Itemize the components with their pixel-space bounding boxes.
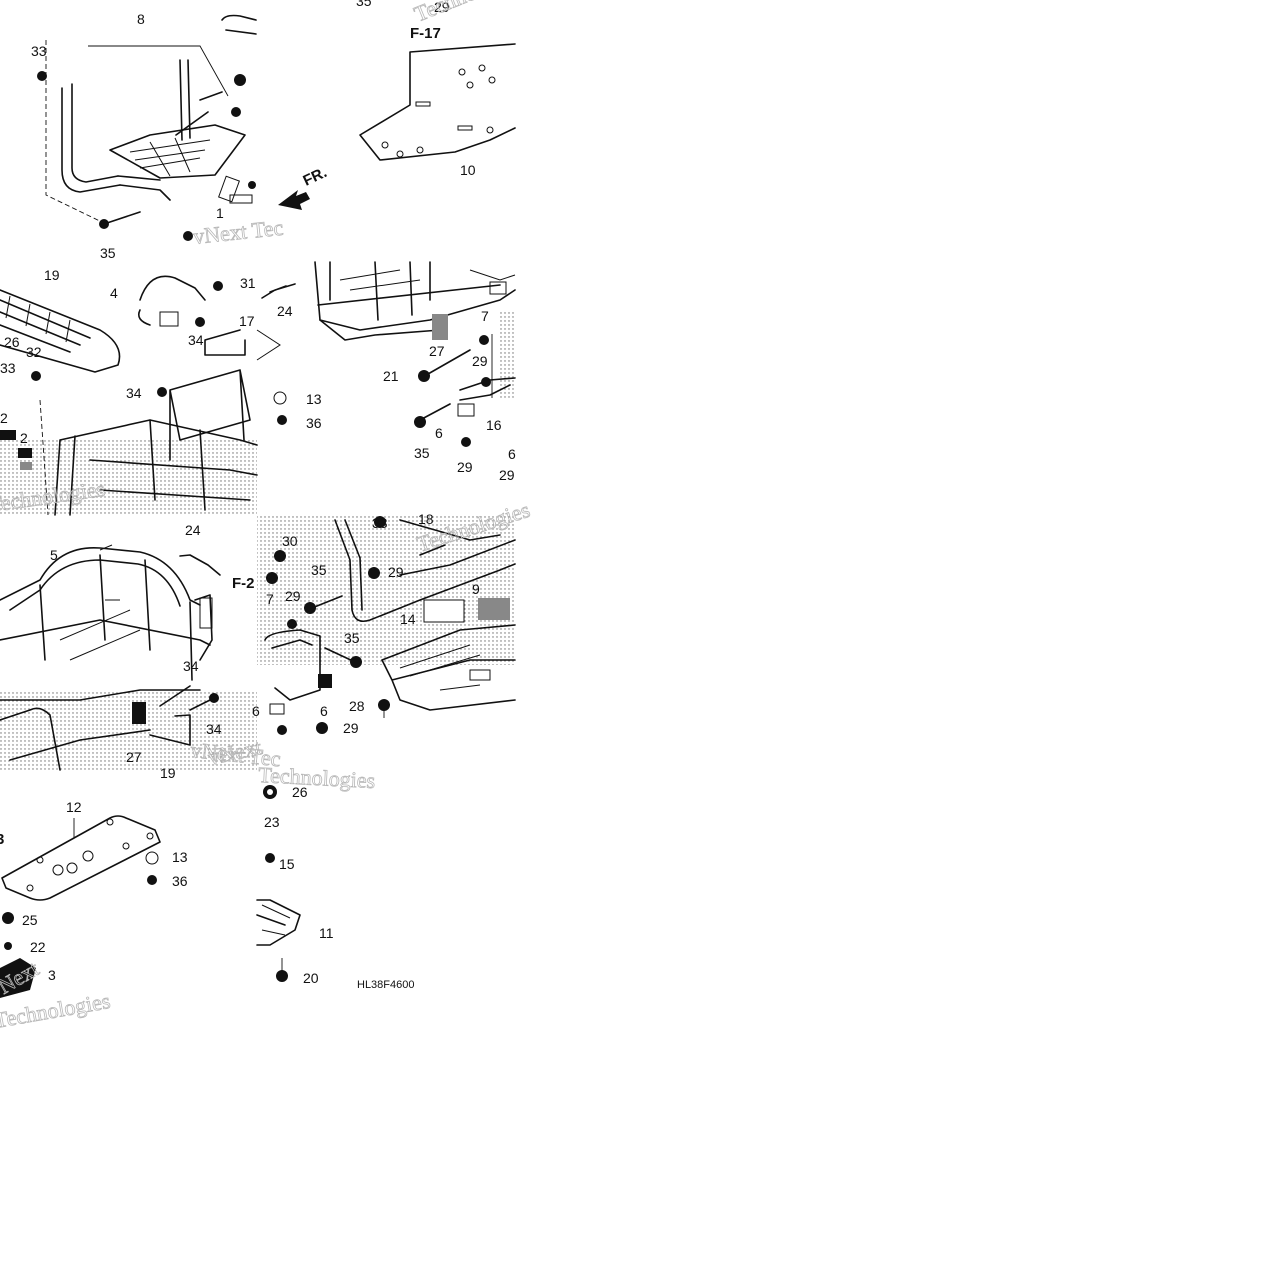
callout: 17 <box>239 313 255 329</box>
diagram-code: HL38F4600 <box>357 979 415 991</box>
ref-f3: 3 <box>0 831 4 848</box>
tile-rear-plate: 12 13 36 25 22 3 3 vNext Technologies <box>0 799 188 1033</box>
callout: 28 <box>349 698 365 714</box>
tile-skid-plate: 33 18 30 35 29 9 7 29 14 35 6 6 28 29 Te… <box>205 496 533 793</box>
callout: 33 <box>31 43 47 59</box>
callout: 25 <box>22 912 38 928</box>
callout: 30 <box>282 533 298 549</box>
tile-under-plate: 26 23 15 11 20 HL38F4600 <box>256 784 415 991</box>
callout: 29 <box>457 459 473 475</box>
callout: 27 <box>429 343 445 359</box>
callout: 18 <box>418 511 434 527</box>
watermark: vNext Tec <box>192 215 285 249</box>
watermark: vNext <box>0 956 43 1005</box>
callout: 8 <box>137 11 145 27</box>
tile-front-frame: 24 7 27 29 21 16 35 6 29 6 29 <box>261 261 516 483</box>
callout: 6 <box>320 703 328 719</box>
callout: 27 <box>126 749 142 765</box>
callout: 16 <box>486 417 502 433</box>
watermark: Technologies <box>411 0 529 27</box>
callout: 13 <box>306 391 322 407</box>
tile-main-frame: 5 24 34 27 34 19 F-2 vNext Tec <box>0 522 283 781</box>
callout: 29 <box>285 588 301 604</box>
callout: 21 <box>383 368 399 384</box>
callout: 31 <box>240 275 256 291</box>
callout: 32 <box>26 344 42 360</box>
callout: 29 <box>499 467 515 483</box>
callout: 35 <box>344 630 360 646</box>
callout: 19 <box>44 267 60 283</box>
callout: 7 <box>266 591 274 607</box>
callout: 14 <box>400 611 416 627</box>
callout: 11 <box>319 925 334 941</box>
callout: 20 <box>303 970 319 986</box>
callout: 24 <box>277 303 293 319</box>
callout: 13 <box>172 849 188 865</box>
callout: 9 <box>472 581 480 597</box>
callout: 7 <box>481 308 489 324</box>
callout: 4 <box>110 285 118 301</box>
callout: 2 <box>0 410 8 426</box>
callout: 6 <box>508 446 516 462</box>
tile-frame-handle: 8 33 35 1 29 10 35 F-17 FR. Technologies… <box>31 0 529 261</box>
callout: 19 <box>160 765 176 781</box>
tile-rack: 19 26 32 33 2 2 4 31 34 17 34 13 36 Tech… <box>0 267 322 517</box>
callout: 33 <box>372 515 388 531</box>
callout: 35 <box>311 562 327 578</box>
callout: 22 <box>30 939 46 955</box>
callout: 6 <box>252 703 260 719</box>
callout: 29 <box>434 0 450 15</box>
callout: 1 <box>216 205 224 221</box>
ref-f17: F-17 <box>410 25 441 42</box>
callout: 29 <box>388 564 404 580</box>
callout: 34 <box>183 658 199 674</box>
callout: 2 <box>20 430 28 446</box>
callout: 5 <box>50 547 58 563</box>
callout: 3 <box>48 967 56 983</box>
callout: 12 <box>66 799 82 815</box>
callout: 34 <box>206 721 222 737</box>
callout: 10 <box>460 162 476 178</box>
watermark: Technologies <box>0 988 112 1033</box>
callout: 29 <box>472 353 488 369</box>
callout: 35 <box>100 245 116 261</box>
callout: 26 <box>292 784 308 800</box>
callout: 34 <box>126 385 142 401</box>
callout: 36 <box>306 415 322 431</box>
callout: 34 <box>188 332 204 348</box>
callout: 23 <box>264 814 280 830</box>
callout: 35 <box>414 445 430 461</box>
ref-f2: F-2 <box>232 575 255 592</box>
front-arrow-label: FR. <box>301 164 330 190</box>
callout: 15 <box>279 856 295 872</box>
callout: 26 <box>4 334 20 350</box>
callout: 35 <box>356 0 372 9</box>
callout: 24 <box>185 522 201 538</box>
callout: 33 <box>0 360 16 376</box>
callout: 29 <box>343 720 359 736</box>
callout: 6 <box>435 425 443 441</box>
callout: 36 <box>172 873 188 889</box>
